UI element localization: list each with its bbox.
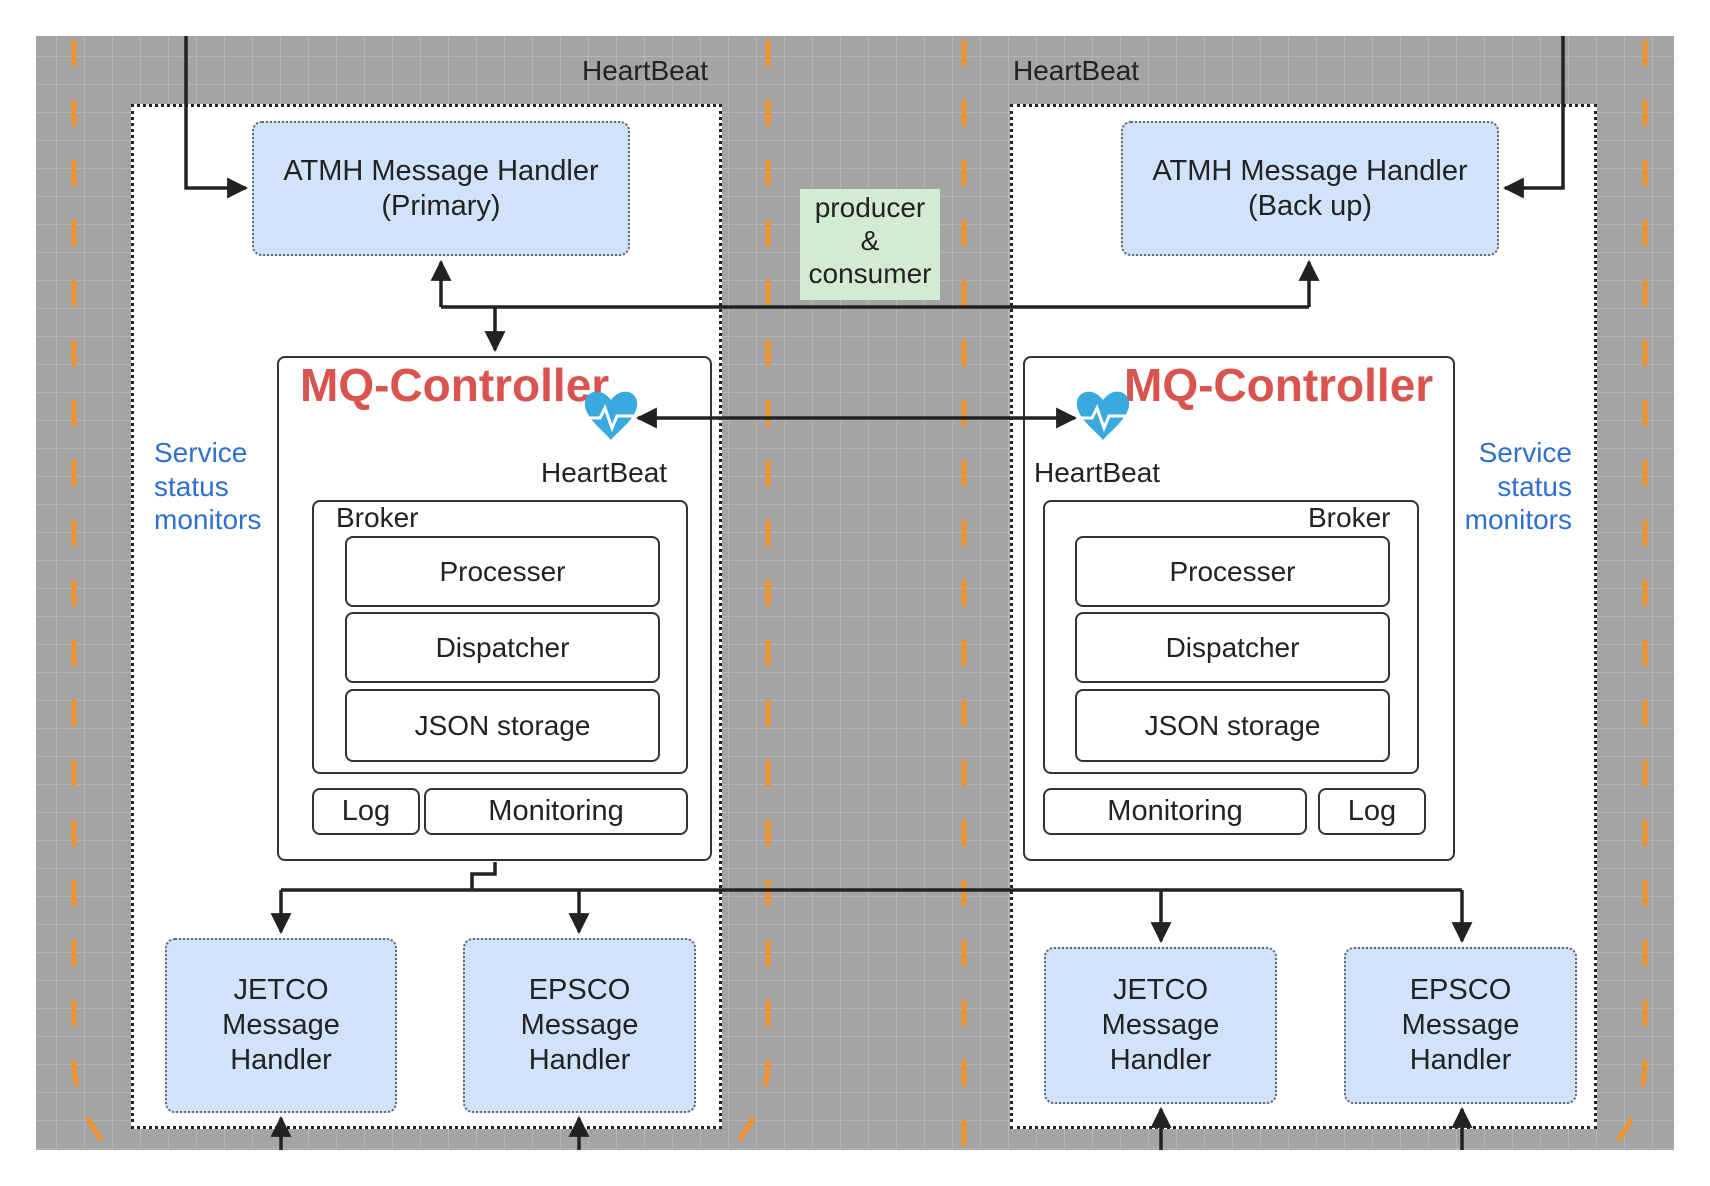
- left-dispatcher-box[interactable]: Dispatcher: [345, 612, 660, 683]
- right-service-monitors-label: Service status monitors: [1464, 437, 1572, 536]
- left-heartbeat-label: HeartBeat: [541, 457, 668, 488]
- right-json-storage-box[interactable]: JSON storage: [1075, 689, 1390, 762]
- right-log-box[interactable]: Log: [1318, 788, 1426, 835]
- orange-lane-1: [71, 40, 112, 1152]
- right-epsco-handler[interactable]: EPSCO Message Handler: [1344, 947, 1577, 1104]
- right-processer-box[interactable]: Processer: [1075, 536, 1390, 607]
- orange-lane-2: [728, 40, 771, 1152]
- left-epsco-handler[interactable]: EPSCO Message Handler: [463, 938, 696, 1113]
- right-broker-label: Broker: [1308, 502, 1391, 533]
- right-heartbeat-top-label: HeartBeat: [1013, 55, 1140, 86]
- left-monitoring-box[interactable]: Monitoring: [424, 788, 688, 835]
- producer-consumer-label: producer & consumer: [800, 189, 940, 300]
- right-heartbeat-label: HeartBeat: [1034, 457, 1161, 488]
- left-jetco-handler[interactable]: JETCO Message Handler: [165, 938, 397, 1113]
- left-json-storage-box[interactable]: JSON storage: [345, 689, 660, 762]
- right-jetco-handler[interactable]: JETCO Message Handler: [1044, 947, 1277, 1104]
- right-dispatcher-box[interactable]: Dispatcher: [1075, 612, 1390, 683]
- right-monitoring-box[interactable]: Monitoring: [1043, 788, 1307, 835]
- left-heartbeat-top-label: HeartBeat: [582, 55, 709, 86]
- atmh-primary-handler[interactable]: ATMH Message Handler (Primary): [252, 121, 630, 256]
- left-service-monitors-label: Service status monitors: [154, 437, 262, 536]
- left-broker-label: Broker: [336, 502, 419, 533]
- left-log-box[interactable]: Log: [312, 788, 420, 835]
- orange-lane-4: [1608, 40, 1648, 1152]
- left-processer-box[interactable]: Processer: [345, 536, 660, 607]
- left-mq-controller-title: MQ-Controller: [300, 359, 610, 411]
- atmh-backup-handler[interactable]: ATMH Message Handler (Back up): [1121, 121, 1499, 256]
- right-mq-controller-title: MQ-Controller: [1124, 359, 1434, 411]
